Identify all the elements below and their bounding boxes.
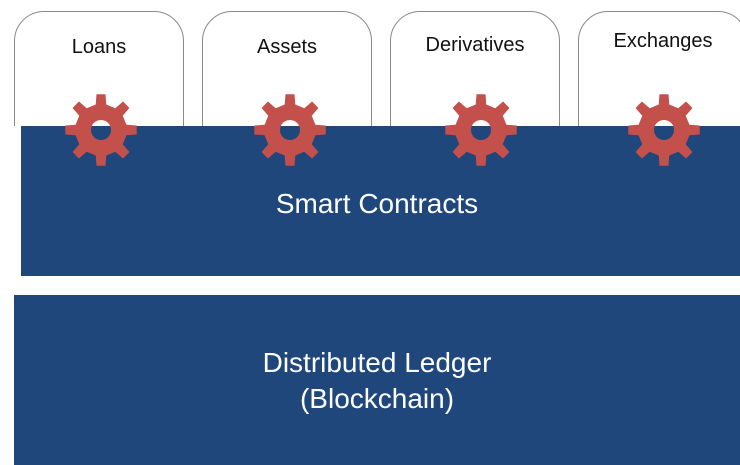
ledger-label: Distributed Ledger <box>262 347 492 378</box>
tab-label-assets: Assets <box>256 36 318 58</box>
distributed-ledger-layer: Distributed Ledger (Blockchain) <box>14 295 740 465</box>
tab-label-loans: Loans <box>71 36 127 58</box>
gear-icon <box>628 94 700 166</box>
gear-icon <box>254 94 326 166</box>
gear-icon <box>65 94 137 166</box>
smart-contracts-label: Smart Contracts <box>275 188 479 219</box>
tab-label-exchanges: Exchanges <box>613 30 713 52</box>
tab-label-derivatives: Derivatives <box>425 34 525 56</box>
gear-icon <box>445 94 517 166</box>
ledger-sublabel: (Blockchain) <box>299 382 455 414</box>
smart-contracts-layer: Smart Contracts <box>14 126 740 276</box>
